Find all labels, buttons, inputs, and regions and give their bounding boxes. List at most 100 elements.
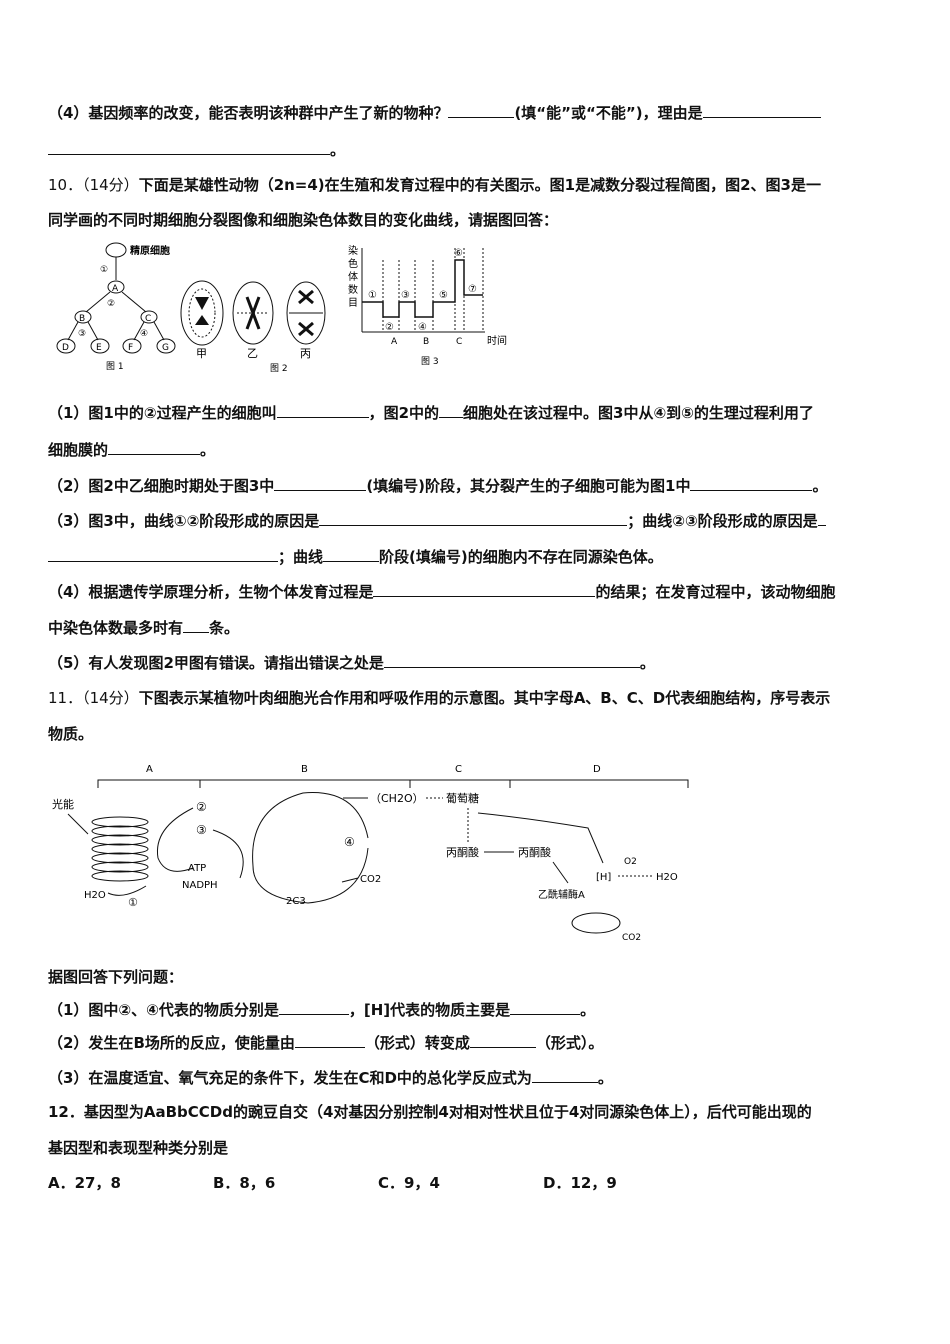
fig3-stage-1: ① bbox=[368, 290, 377, 301]
question-number: 10． bbox=[48, 176, 83, 194]
figure-2-cell-division: 甲 乙 丙 图 2 bbox=[175, 275, 335, 375]
fig3-ylabel-3: 体 bbox=[348, 271, 358, 283]
answer-blank[interactable] bbox=[510, 1000, 581, 1015]
q10-part5: （5）有人发现图2甲图有错误。请指出错误之处是。 bbox=[48, 653, 655, 673]
answer-blank[interactable] bbox=[469, 1033, 536, 1048]
question-text: （形式）转变成 bbox=[364, 1034, 470, 1052]
h-label: [H] bbox=[596, 872, 611, 883]
h2o-input-label: H2O bbox=[84, 890, 106, 901]
acetyl-coa-label: 乙酰辅酶A bbox=[538, 888, 585, 901]
question-text: 基因型和表现型种类分别是 bbox=[48, 1139, 229, 1157]
question-text: 下图表示某植物叶肉细胞光合作用和呼吸作用的示意图。其中字母A、B、C、D代表细胞… bbox=[138, 689, 831, 707]
choice-a[interactable]: A．27，8 bbox=[48, 1174, 121, 1192]
question-text: 同学画的不同时期细胞分裂图像和细胞染色体数目的变化曲线，请据图回答： bbox=[48, 211, 559, 229]
question-text: 阶段(填编号)的细胞内不存在同源染色体。 bbox=[379, 548, 663, 566]
question-text: （5）有人发现图2甲图有错误。请指出错误之处是 bbox=[48, 654, 384, 672]
answer-blank[interactable] bbox=[690, 476, 813, 491]
question-text: （形式）。 bbox=[535, 1034, 604, 1052]
fig3-stage-2: ② bbox=[385, 322, 394, 333]
answer-blank[interactable] bbox=[702, 103, 821, 118]
substance-2-label: ② bbox=[196, 800, 207, 814]
answer-blank[interactable] bbox=[294, 1033, 365, 1048]
answer-blank[interactable] bbox=[817, 511, 826, 526]
question-text: 细胞处在该过程中。图3中从④到⑤的生理过程利用了 bbox=[463, 404, 814, 422]
fig1-node-e: E bbox=[96, 343, 102, 353]
question-text: （2）发生在B场所的反应，使能量由 bbox=[48, 1034, 295, 1052]
nadph-label: NADPH bbox=[182, 880, 218, 891]
q10-part3-line1: （3）图3中，曲线①②阶段形成的原因是；曲线②③阶段形成的原因是 bbox=[48, 511, 826, 531]
fig3-stage-4: ④ bbox=[418, 322, 427, 333]
q9-part4-line1: （4）基因频率的改变，能否表明该种群中产生了新的物种？(填“能”或“不能”)，理… bbox=[48, 103, 821, 123]
thylakoid-stack-icon bbox=[91, 816, 149, 882]
period: 。 bbox=[597, 1069, 613, 1087]
question-text: 12．基因型为AaBbCCDd的豌豆自交（4对基因分别控制4对相对性状且位于4对… bbox=[48, 1103, 812, 1121]
substance-4-label: ④ bbox=[344, 835, 355, 849]
q10-part1-line1: （1）图1中的②过程产生的细胞叫 ，图2中的 细胞处在该过程中。图3中从④到⑤的生理… bbox=[48, 403, 814, 423]
answer-blank[interactable] bbox=[323, 547, 380, 562]
q10-part1-line2: 细胞膜的。 bbox=[48, 440, 215, 460]
question-text: 的结果；在发育过程中，该动物细胞 bbox=[595, 583, 836, 601]
section-b-label: B bbox=[301, 764, 308, 775]
question-score: （14分） bbox=[82, 689, 139, 707]
choice-d[interactable]: D．12，9 bbox=[543, 1174, 617, 1192]
question-text: （2）图2中乙细胞时期处于图3中 bbox=[48, 477, 275, 495]
o2-label: O2 bbox=[624, 857, 637, 867]
fig3-stage-6: ⑥ bbox=[454, 248, 463, 259]
fig3-stage-5: ⑤ bbox=[439, 290, 448, 301]
question-text: ；曲线②③阶段形成的原因是 bbox=[627, 512, 818, 530]
answer-blank[interactable] bbox=[48, 547, 278, 562]
answer-blank[interactable] bbox=[108, 440, 201, 455]
answer-blank[interactable] bbox=[448, 103, 515, 118]
question-text: （1）图1中的②过程产生的细胞叫 bbox=[48, 404, 277, 422]
calvin-cycle-icon bbox=[252, 792, 369, 904]
q10-intro-line2: 同学画的不同时期细胞分裂图像和细胞染色体数目的变化曲线，请据图回答： bbox=[48, 210, 558, 230]
h2o-output-label: H2O bbox=[656, 872, 678, 883]
q10-intro-line1: 10．（14分）下面是某雄性动物（2n=4)在生殖和发育过程中的有关图示。图1是… bbox=[48, 175, 821, 195]
co2-output-label: CO2 bbox=[622, 933, 641, 943]
fig1-node-a: A bbox=[112, 284, 119, 294]
fig2-label-bing: 丙 bbox=[300, 347, 311, 360]
cell-bing bbox=[286, 281, 326, 345]
substance-3-label: ③ bbox=[196, 823, 207, 837]
fig3-stage-7: ⑦ bbox=[468, 284, 477, 295]
q9-part4-text: （4）基因频率的改变，能否表明该种群中产生了新的物种？ bbox=[48, 104, 449, 122]
answer-blank[interactable] bbox=[48, 140, 330, 155]
question-text: ，图2中的 bbox=[368, 404, 440, 422]
answer-blank[interactable] bbox=[274, 476, 367, 491]
question-text: 中染色体数最多时有 bbox=[48, 619, 184, 637]
c3-label: 2C3 bbox=[286, 896, 306, 907]
ch2o-label: （CH2O） bbox=[370, 792, 424, 805]
q11-part1: （1）图中②、④代表的物质分别是，[H]代表的物质主要是。 bbox=[48, 1000, 595, 1020]
q11-intro-line2: 物质。 bbox=[48, 724, 93, 744]
answer-blank[interactable] bbox=[183, 618, 210, 633]
question-score: （14分） bbox=[82, 176, 139, 194]
fig1-step-4: ④ bbox=[140, 329, 148, 339]
answer-blank[interactable] bbox=[319, 511, 628, 526]
q10-part4-line2: 中染色体数最多时有条。 bbox=[48, 618, 239, 638]
answer-blank[interactable] bbox=[278, 1000, 349, 1015]
glucose-label: 葡萄糖 bbox=[446, 791, 479, 805]
answer-blank[interactable] bbox=[383, 653, 640, 668]
q10-part3-line2: ；曲线阶段(填编号)的细胞内不存在同源染色体。 bbox=[48, 547, 663, 567]
fig3-ylabel-4: 数 bbox=[348, 283, 358, 296]
question-text: 据图回答下列问题： bbox=[48, 968, 184, 986]
answer-blank[interactable] bbox=[373, 582, 596, 597]
fig3-tick-b: B bbox=[423, 337, 429, 347]
choice-b[interactable]: B．8，6 bbox=[213, 1174, 276, 1192]
question-text: (填编号)阶段，其分裂产生的子细胞可能为图1中 bbox=[366, 477, 691, 495]
fig1-node-f: F bbox=[128, 343, 133, 353]
choice-c[interactable]: C．9，4 bbox=[378, 1174, 440, 1192]
fig1-step-1: ① bbox=[100, 265, 108, 275]
fig3-ylabel-1: 染 bbox=[348, 244, 358, 257]
fig2-label-jia: 甲 bbox=[196, 347, 207, 360]
answer-blank[interactable] bbox=[531, 1068, 598, 1083]
fig3-ylabel-2: 色 bbox=[348, 257, 358, 270]
question-text: 下面是某雄性动物（2n=4)在生殖和发育过程中的有关图示。图1是减数分裂过程简图… bbox=[138, 176, 821, 194]
period: 。 bbox=[812, 477, 828, 495]
question-number: 11． bbox=[48, 689, 83, 707]
answer-blank[interactable] bbox=[276, 403, 369, 418]
q11-part3: （3）在温度适宜、氧气充足的条件下，发生在C和D中的总化学反应式为。 bbox=[48, 1068, 613, 1088]
answer-blank[interactable] bbox=[439, 403, 464, 418]
fig2-caption: 图 2 bbox=[270, 363, 288, 374]
co2-input-label: CO2 bbox=[360, 874, 381, 885]
